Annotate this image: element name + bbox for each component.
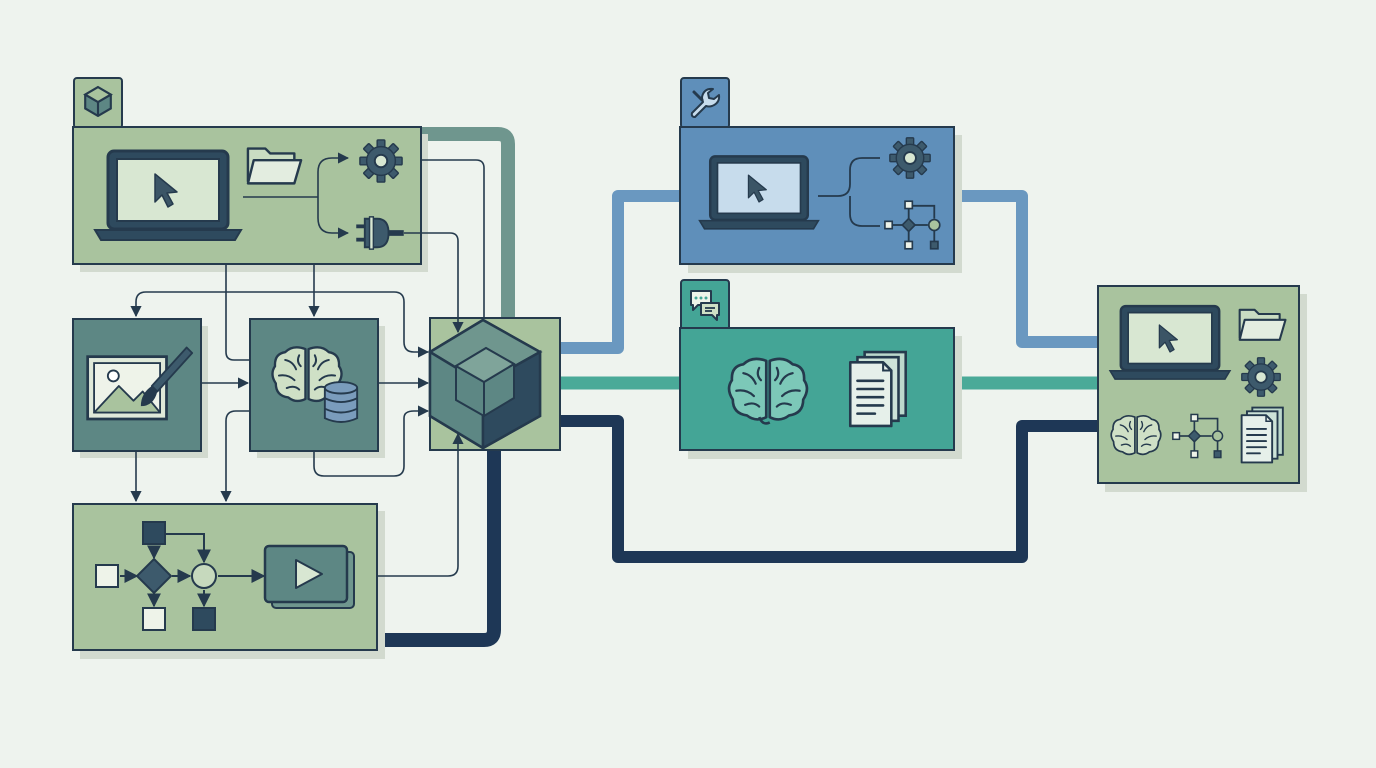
laptop-cursor-icon: [1108, 304, 1232, 381]
video-play-icon: [263, 544, 355, 609]
laptop-cursor-icon: [698, 155, 820, 231]
cube-icon: [84, 86, 112, 117]
connector-hub-to-output-navy: [554, 415, 1104, 563]
connector-workflow-to-hub: [369, 433, 501, 647]
output-workspace-panel: [1097, 285, 1300, 484]
client-app-panel: [72, 77, 422, 265]
workflow-media-panel: [72, 503, 378, 651]
gear-icon: [358, 138, 404, 184]
laptop-cursor-icon: [93, 149, 243, 242]
cube-icon: [427, 318, 543, 451]
flowchart-icon: [95, 521, 266, 631]
folder-icon: [1238, 308, 1287, 341]
ai-knowledge-panel: [249, 318, 379, 452]
connector-hub-to-tools: [554, 190, 686, 354]
gear-icon: [888, 136, 932, 180]
central-hub: [427, 317, 561, 451]
connector-tools-to-output: [948, 190, 1104, 348]
connector-client-to-hub: [413, 127, 515, 327]
documents-icon: [848, 350, 907, 428]
tools-service-panel: [679, 77, 955, 265]
database-icon: [323, 381, 359, 423]
gear-icon: [1240, 356, 1282, 398]
folder-icon: [246, 147, 303, 185]
documents-icon: [1240, 406, 1284, 464]
image-editor-panel: [72, 318, 202, 452]
chat-service-panel: [679, 279, 955, 451]
